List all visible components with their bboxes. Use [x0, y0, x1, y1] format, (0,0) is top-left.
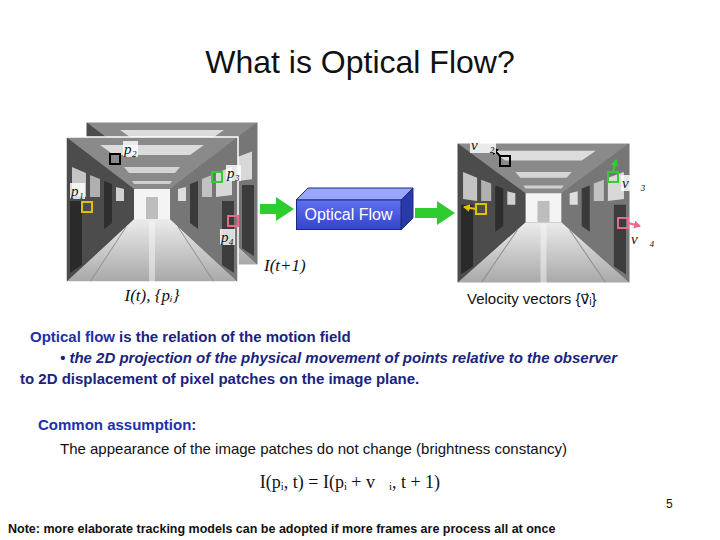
label-box: 5 [666, 494, 673, 512]
label-box: v⃗₄ [630, 230, 656, 248]
vector-label: v⃗₄ [630, 231, 656, 247]
section-heading: Common assumption: [38, 416, 196, 433]
box-label: Optical Flow [304, 206, 393, 224]
label-box: I(pᵢ, t) = I(pᵢ + v⃗ᵢ, t + 1) [150, 472, 550, 493]
label-box: Common assumption: [38, 416, 196, 434]
label-box: p₄ [220, 228, 235, 246]
label-box: Note: more elaborate tracking models can… [8, 519, 555, 537]
label-box: Optical flow [30, 328, 115, 346]
label-box: • the 2D projection of the physical move… [60, 349, 617, 367]
page-number: 5 [666, 497, 673, 511]
hallway-image-result [457, 143, 630, 283]
flow-arrow [415, 208, 437, 218]
body-text: The appearance of the image patches do n… [60, 440, 567, 457]
label-box: v⃗₃ [621, 174, 647, 192]
process-box: Optical Flow [296, 188, 413, 230]
label-box: p₁ [70, 182, 85, 200]
definition-text: is the relation of the motion field [119, 328, 351, 345]
image-caption: I(t+1) [264, 256, 306, 276]
slide-title: What is Optical Flow? [205, 44, 514, 80]
patch-markers [82, 154, 238, 226]
box-text: Optical Flow [304, 206, 393, 224]
caption-text: I(t+1) [264, 256, 306, 276]
vector-label: v⃗₃ [621, 175, 647, 191]
equation: I(pᵢ, t) = I(pᵢ + v⃗ᵢ, t + 1) [260, 472, 440, 492]
title-row: What is Optical Flow? [0, 44, 720, 81]
caption-text: Velocity vectors {v⃗ᵢ} [467, 290, 597, 308]
label-box: The appearance of the image patches do n… [60, 440, 567, 458]
image-frame: Velocity vectors {v⃗ᵢ} [457, 143, 630, 283]
label-box: is the relation of the motion field [119, 328, 351, 346]
velocity-markers [464, 148, 640, 228]
label-box: v⃗₂ [470, 136, 496, 154]
image-frame: I(t), {pᵢ} [66, 137, 238, 282]
caption-text: I(t), {pᵢ} [66, 286, 238, 306]
label-box: p₃ [226, 164, 241, 182]
image-caption: I(t), {pᵢ} [66, 286, 238, 306]
hallway-image-front [66, 137, 238, 282]
vector-label: v⃗₂ [470, 137, 496, 153]
footnote: Note: more elaborate tracking models can… [8, 522, 555, 536]
label-box: to 2D displacement of pixel patches on t… [20, 370, 419, 388]
term: Optical flow [30, 328, 115, 345]
point-label: p₄ [220, 229, 235, 245]
bullet-text: • the 2D projection of the physical move… [60, 349, 617, 366]
definition-text: to 2D displacement of pixel patches on t… [20, 370, 419, 387]
point-label: p₃ [226, 165, 241, 181]
flow-arrow [260, 204, 276, 214]
image-caption: Velocity vectors {v⃗ᵢ} [467, 290, 597, 308]
label-box: p₂ [123, 140, 138, 158]
point-label: p₂ [123, 141, 138, 157]
point-label: p₁ [70, 183, 85, 199]
